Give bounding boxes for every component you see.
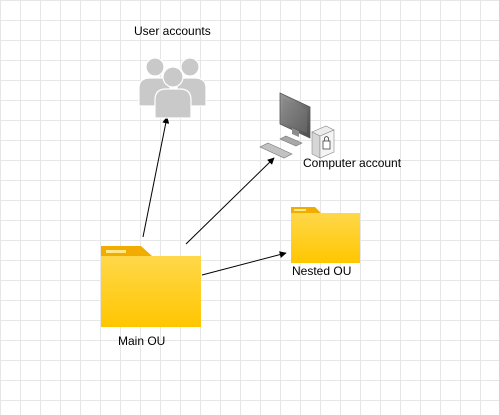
edge-main-to-users[interactable] — [142, 116, 170, 238]
edge-main-to-computer[interactable] — [185, 157, 275, 245]
desktop-computer-icon[interactable] — [259, 92, 335, 159]
users-group-icon[interactable] — [138, 57, 207, 119]
edge-main-to-nested[interactable] — [201, 251, 287, 276]
computer-account-label: Computer account — [303, 156, 402, 170]
folder-icon[interactable] — [101, 246, 201, 327]
main-ou-label: Main OU — [118, 334, 166, 348]
user-accounts-label: User accounts — [134, 24, 211, 38]
nested-ou-label: Nested OU — [292, 264, 352, 278]
folder-icon[interactable] — [291, 207, 360, 263]
